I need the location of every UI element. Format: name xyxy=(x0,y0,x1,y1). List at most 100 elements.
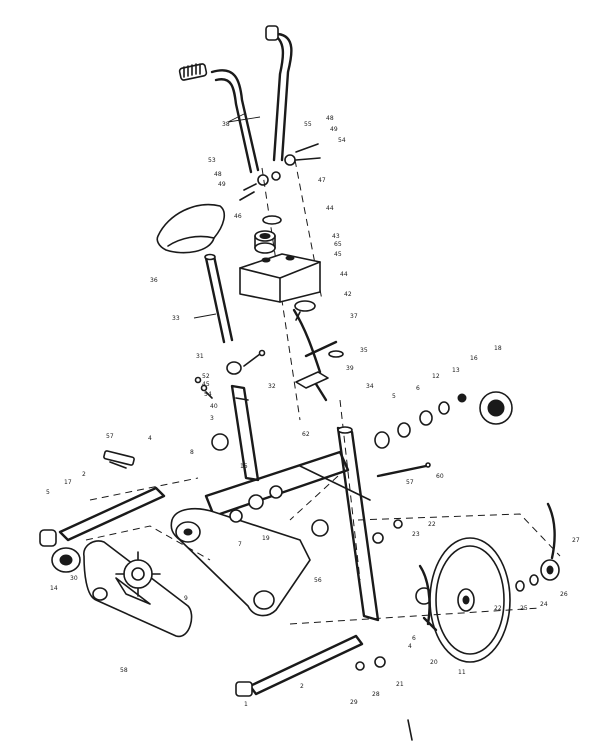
callout-23: 23 xyxy=(412,531,420,538)
callout-40: 40 xyxy=(210,403,218,410)
seat-hardware xyxy=(194,376,213,399)
chainring xyxy=(115,551,161,597)
callout-14: 14 xyxy=(50,585,58,592)
callout-35: 35 xyxy=(360,347,368,354)
callout-4b: 4 xyxy=(408,643,412,650)
callout-44b: 44 xyxy=(340,271,348,278)
axis-chain xyxy=(85,525,211,561)
callout-20: 20 xyxy=(430,659,438,666)
callout-16: 16 xyxy=(470,355,478,362)
rear-stabilizer xyxy=(39,486,166,547)
callout-58: 58 xyxy=(120,667,128,674)
callout-45b: 45 xyxy=(202,381,210,388)
callout-33: 33 xyxy=(172,315,180,322)
callout-57b: 57 xyxy=(406,479,414,486)
tension-collar xyxy=(254,215,282,254)
callout-56: 56 xyxy=(314,577,322,584)
callout-6a: 6 xyxy=(416,385,420,392)
axis-front-stab xyxy=(289,607,541,625)
top-tube xyxy=(204,450,371,518)
resistance-lever xyxy=(292,308,344,402)
callout-24: 24 xyxy=(540,601,548,608)
callout-57a: 57 xyxy=(106,433,114,440)
callout-45: 45 xyxy=(334,251,342,258)
callout-26: 26 xyxy=(560,591,568,598)
callout-48b: 48 xyxy=(214,171,222,178)
callout-12: 12 xyxy=(432,373,440,380)
callout-3: 3 xyxy=(210,415,214,422)
callout-19: 19 xyxy=(262,535,270,542)
axis-mid xyxy=(289,475,339,521)
callout-25: 25 xyxy=(520,605,528,612)
foot-pedal-bolt xyxy=(103,450,135,469)
callout-49b: 49 xyxy=(218,181,226,188)
callout-53: 53 xyxy=(208,157,216,164)
callout-2a: 2 xyxy=(82,471,86,478)
console-bracket xyxy=(294,300,316,321)
callout-54b: 54 xyxy=(204,391,212,398)
handlebar-left xyxy=(178,63,260,174)
callout-6b: 6 xyxy=(412,635,416,642)
callout-36: 36 xyxy=(150,277,158,284)
callout-39: 39 xyxy=(346,365,354,372)
callout-7: 7 xyxy=(238,541,242,548)
callout-31: 31 xyxy=(196,353,204,360)
callout-52: 52 xyxy=(202,373,210,380)
front-upright-tube xyxy=(336,426,380,622)
leader-30 xyxy=(193,313,217,319)
callout-32: 32 xyxy=(268,383,276,390)
callout-5a: 5 xyxy=(392,393,396,400)
callout-9: 9 xyxy=(184,595,188,602)
flywheel-cover-knob xyxy=(479,391,513,425)
callout-5b: 5 xyxy=(46,489,50,496)
flywheel-bearing-stack xyxy=(374,393,467,449)
callout-46: 46 xyxy=(234,213,242,220)
callout-27: 27 xyxy=(572,537,580,544)
handlebar-right xyxy=(265,25,293,162)
flywheel-side-hardware xyxy=(515,502,560,592)
callout-13: 13 xyxy=(452,367,460,374)
callout-11: 11 xyxy=(458,669,466,676)
rear-end-cap xyxy=(51,547,81,573)
callout-2b: 2 xyxy=(300,683,304,690)
callout-44a: 44 xyxy=(326,205,334,212)
axis-flywheel xyxy=(357,513,561,557)
axis-rear xyxy=(89,477,199,501)
flywheel xyxy=(429,537,511,663)
brake-strap xyxy=(418,564,438,632)
callout-55: 55 xyxy=(304,121,312,128)
callout-65: 65 xyxy=(334,241,342,248)
callout-42: 42 xyxy=(344,291,352,298)
callout-49a: 49 xyxy=(330,126,338,133)
callout-60: 60 xyxy=(436,473,444,480)
callout-28: 28 xyxy=(372,691,380,698)
seat xyxy=(156,203,226,254)
callout-43: 43 xyxy=(332,233,340,240)
callout-30: 30 xyxy=(70,575,78,582)
callout-29: 29 xyxy=(350,699,358,706)
seat-post xyxy=(204,253,234,344)
callout-15: 15 xyxy=(240,463,248,470)
callout-22b: 22 xyxy=(494,605,502,612)
callout-34: 34 xyxy=(366,383,374,390)
callout-4: 4 xyxy=(148,435,152,442)
frame-bushings xyxy=(211,433,433,671)
callout-54a: 54 xyxy=(338,137,346,144)
callouts: 3848495455534849474644436545443642373539… xyxy=(46,115,580,708)
seat-clamp xyxy=(226,349,266,375)
callout-22a: 22 xyxy=(428,521,436,528)
scan-mark xyxy=(407,719,413,741)
callout-1: 1 xyxy=(244,701,248,708)
leader-38 xyxy=(227,112,261,123)
callout-48a: 48 xyxy=(326,115,334,122)
console-housing xyxy=(239,253,321,303)
callout-62: 62 xyxy=(302,431,310,438)
axle-rod xyxy=(376,462,431,478)
callout-18: 18 xyxy=(494,345,502,352)
callout-21: 21 xyxy=(396,681,404,688)
callout-47: 47 xyxy=(318,177,326,184)
assembly-axis-1 xyxy=(261,167,301,421)
callout-17: 17 xyxy=(64,479,72,486)
handlebar-clamp xyxy=(239,143,321,201)
